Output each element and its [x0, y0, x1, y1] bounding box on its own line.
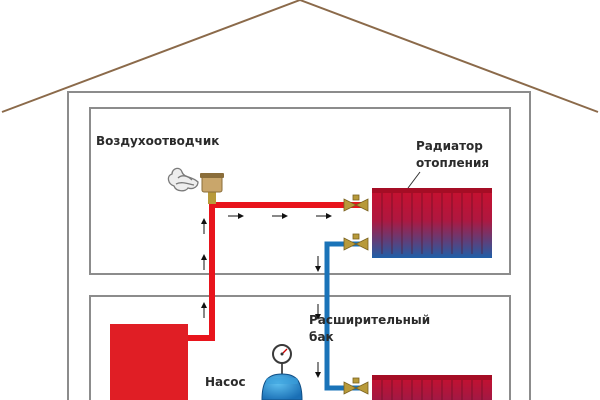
tank-label-line2: бак — [309, 330, 334, 344]
supply-pipe — [188, 202, 365, 341]
expansion-tank — [261, 373, 303, 400]
valve-icon — [343, 194, 369, 212]
flow-arrows — [201, 213, 332, 378]
roof — [1, 0, 599, 113]
arrow-right-icon — [272, 213, 288, 219]
air-vent-label: Воздухоотводчик — [96, 134, 219, 148]
tank-label-line1: Расширительный — [309, 313, 430, 327]
valve-icon — [343, 377, 369, 395]
arrow-down-icon — [315, 304, 321, 320]
arrow-down-icon — [315, 362, 321, 378]
air-vent-icon — [200, 173, 224, 204]
arrow-up-icon — [201, 302, 207, 318]
vapour-icon — [167, 167, 199, 192]
arrow-up-icon — [201, 218, 207, 234]
gauge-icon — [272, 344, 292, 378]
arrow-right-icon — [316, 213, 332, 219]
radiator-label-line1: Радиатор — [416, 139, 483, 153]
pump-label: Насос — [205, 375, 246, 389]
arrow-up-icon — [201, 254, 207, 270]
arrow-right-icon — [228, 213, 244, 219]
valve-icon — [343, 233, 369, 251]
radiator-leader-line — [407, 171, 421, 189]
radiator-label-line2: отопления — [416, 156, 489, 170]
radiator-lower — [372, 375, 492, 400]
arrow-down-icon — [315, 256, 321, 272]
radiator-upper — [372, 188, 492, 258]
boiler — [110, 324, 188, 400]
